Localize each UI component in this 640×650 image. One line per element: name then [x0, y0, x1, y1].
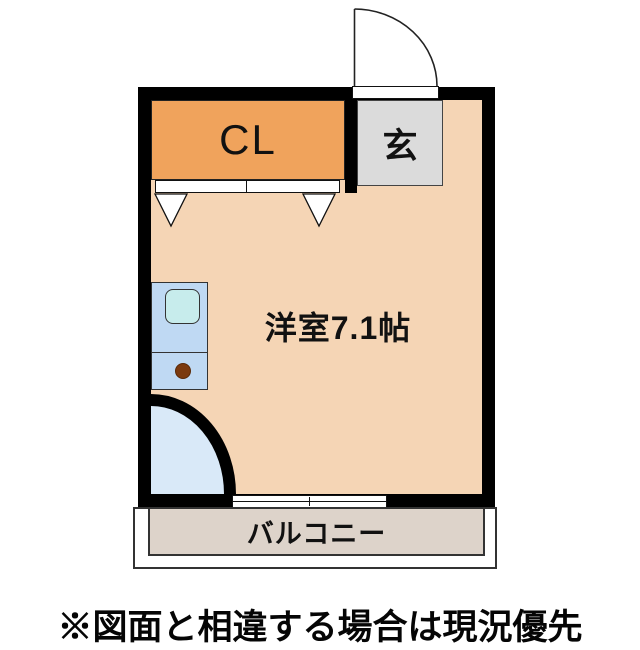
- closet-label: CL: [219, 116, 277, 163]
- kitchen-unit-divider: [152, 352, 207, 353]
- entrance-label: 玄: [382, 126, 418, 166]
- balcony-area: バルコニー: [148, 507, 485, 556]
- room-size-label: 洋室7.1帖: [264, 310, 412, 346]
- burner-icon: [175, 363, 191, 379]
- disclaimer-caption: ※図面と相違する場合は現況優先: [57, 608, 583, 647]
- window-center-tick: [309, 497, 310, 506]
- entrance-area: 玄: [357, 100, 443, 186]
- sink-icon: [165, 289, 200, 324]
- closet-area: CL: [151, 100, 345, 180]
- closet-door-panel-left: [155, 180, 247, 193]
- closet-entrance-divider-wall: [345, 100, 357, 193]
- balcony-label: バルコニー: [246, 519, 387, 549]
- entrance-door-opening: [352, 86, 439, 99]
- entrance-door-swing-arc: [354, 8, 438, 87]
- closet-door-panel-right: [246, 180, 340, 193]
